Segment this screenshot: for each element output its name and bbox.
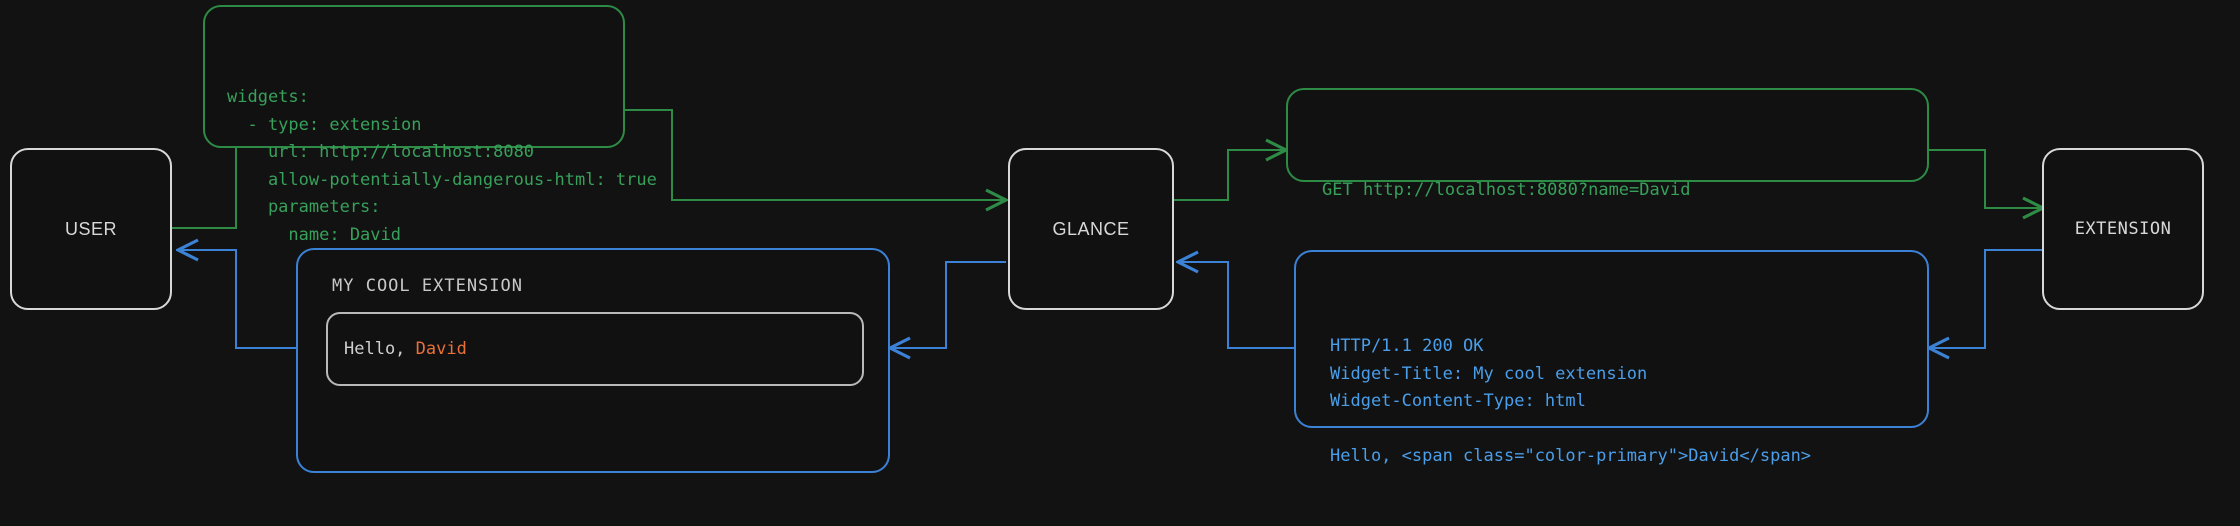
arrow-glance-to-request	[1174, 150, 1286, 201]
message-config-yaml: widgets: - type: extension url: http://l…	[203, 5, 657, 245]
arrow-request-to-extension	[1929, 149, 2043, 208]
diagram-canvas: USER GLANCE EXTENSION widgets: - type: e…	[10, 0, 2240, 480]
rendered-widget-greeting: Hello, David	[328, 339, 467, 359]
greeting-prefix: Hello,	[344, 339, 416, 359]
node-user-label: USER	[64, 218, 117, 239]
response-path-group	[178, 250, 2043, 348]
http-response-text: HTTP/1.1 200 OK Widget-Title: My cool ex…	[1330, 336, 1812, 467]
rendered-widget-body: Hello, David	[326, 312, 864, 386]
config-yaml-text: widgets: - type: extension url: http://l…	[227, 87, 657, 245]
arrow-widget-to-user	[178, 250, 296, 349]
rendered-widget-card[interactable]: MY COOL EXTENSION Hello, David	[296, 248, 890, 473]
node-glance-label: GLANCE	[1052, 218, 1130, 239]
greeting-name: David	[415, 339, 467, 359]
message-http-response: HTTP/1.1 200 OK Widget-Title: My cool ex…	[1294, 250, 1929, 466]
arrow-extension-to-response	[1929, 249, 2043, 348]
message-http-request: GET http://localhost:8080?name=David	[1286, 88, 1929, 200]
node-extension-label: EXTENSION	[2074, 219, 2172, 239]
arrow-glance-to-widget	[890, 261, 1006, 348]
connector-wires	[172, 0, 2240, 480]
node-user[interactable]: USER	[10, 148, 172, 310]
arrow-response-to-glance	[1178, 262, 1294, 349]
node-extension[interactable]: EXTENSION	[2042, 148, 2204, 310]
arrow-config-to-glance	[625, 109, 1006, 200]
rendered-widget-title: MY COOL EXTENSION	[332, 276, 523, 296]
http-request-text: GET http://localhost:8080?name=David	[1322, 180, 1691, 201]
node-glance[interactable]: GLANCE	[1008, 148, 1174, 310]
